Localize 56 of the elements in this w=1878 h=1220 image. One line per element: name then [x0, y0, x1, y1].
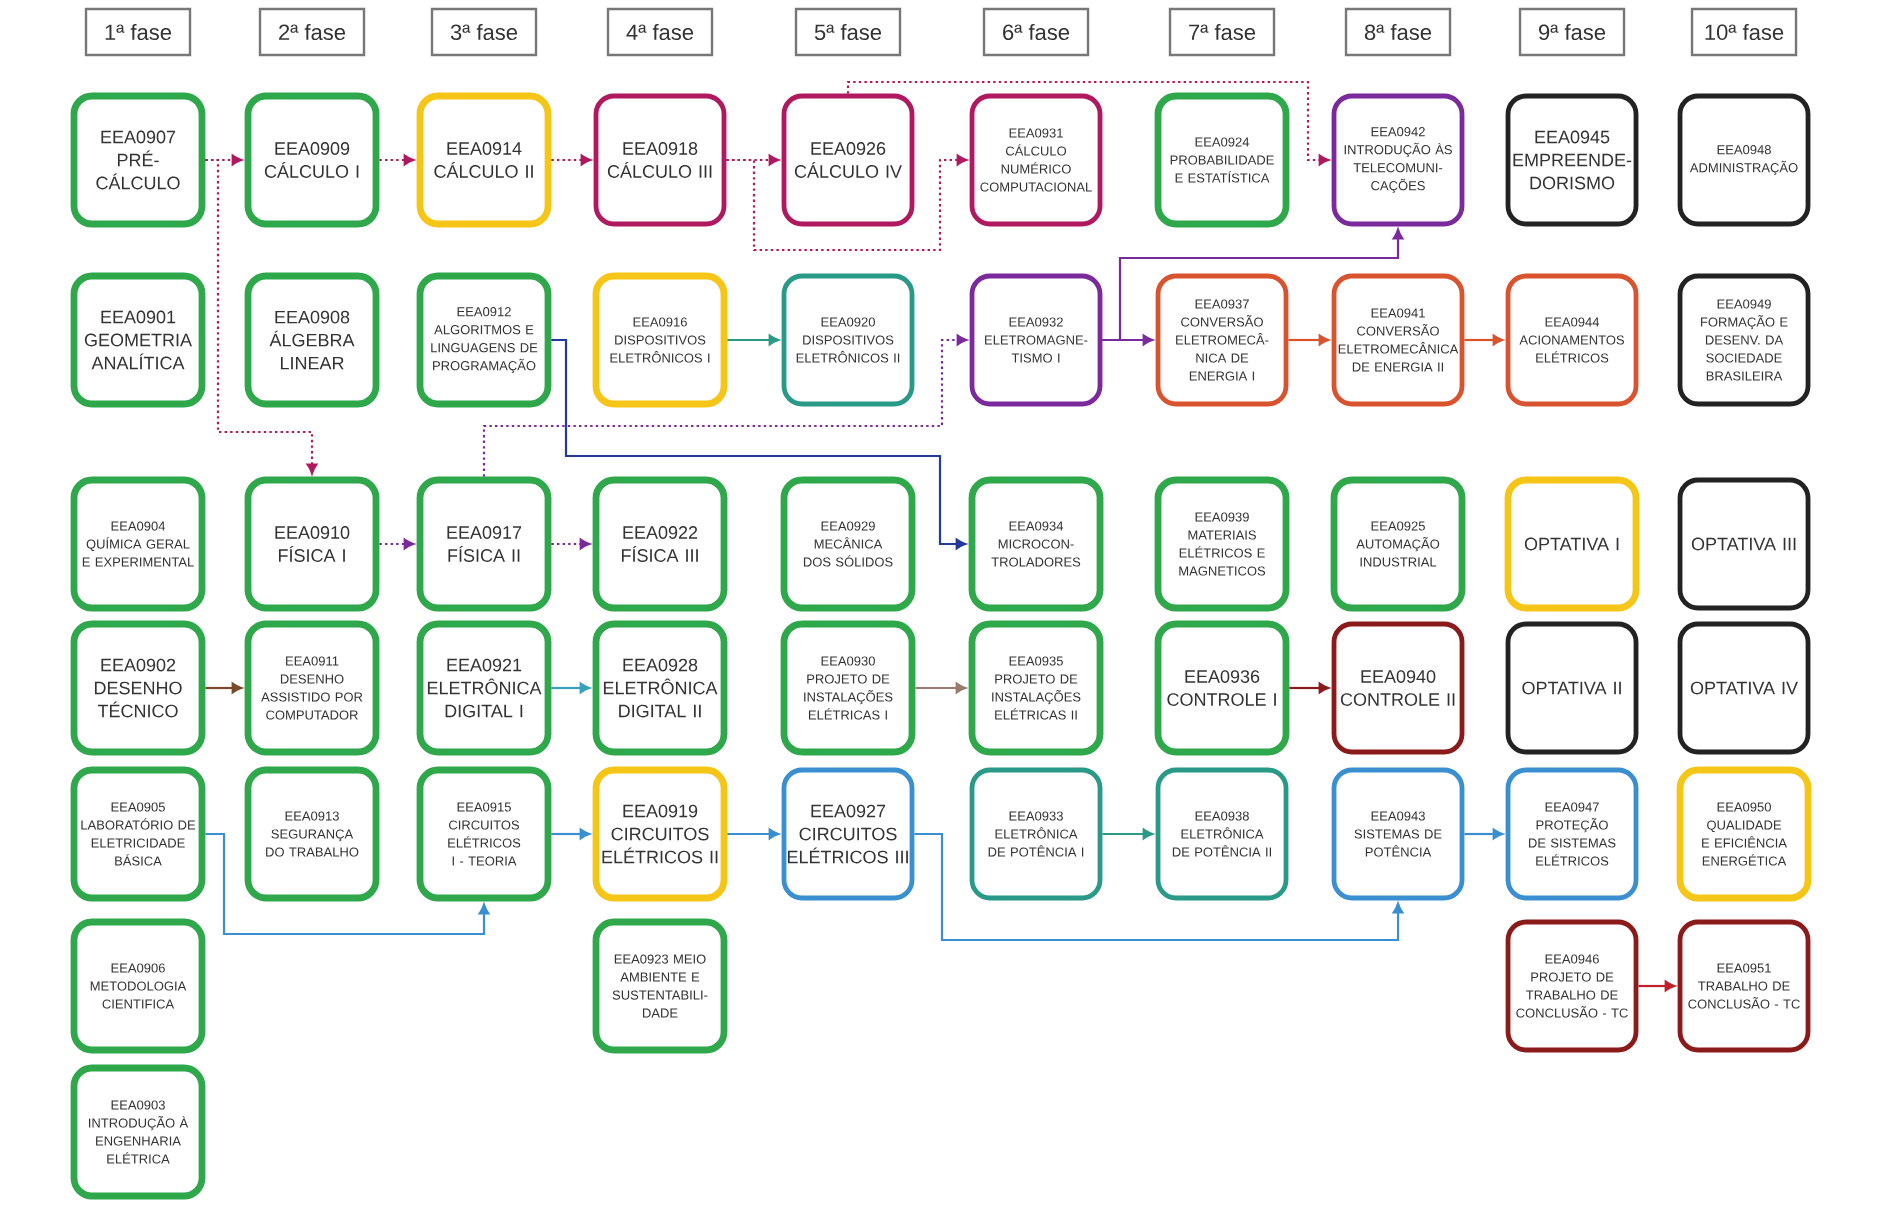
phase-header: 1ª fase [84, 7, 192, 57]
course-box: EEA0921 ELETRÔNICA DIGITAL I [416, 620, 552, 756]
arrow [379, 538, 415, 550]
course-box: EEA0918 CÁLCULO III [593, 93, 727, 227]
phase-header: 9ª fase [1518, 7, 1626, 57]
arrow [1638, 980, 1676, 992]
course-box: EEA0917 FÍSICA II [416, 476, 552, 612]
arrow [1464, 828, 1504, 840]
course-box: OPTATIVA I [1504, 476, 1640, 612]
course-box: EEA0907 PRÉ-CÁLCULO [70, 92, 206, 228]
arrow [551, 154, 592, 166]
arrow [205, 832, 490, 936]
course-box: EEA0919 CIRCUITOS ELÉTRICOS II [592, 766, 728, 902]
course-box: EEA0909 CÁLCULO I [244, 92, 380, 228]
course-box: EEA0936 CONTROLE I [1154, 620, 1290, 756]
arrow [726, 154, 968, 252]
phase-header: 6ª fase [982, 7, 1090, 57]
arrow [551, 538, 591, 550]
course-box: OPTATIVA II [1505, 621, 1639, 755]
arrow [914, 832, 1404, 942]
phase-header: 4ª fase [606, 7, 714, 57]
course-box: EEA0902 DESENHO TÉCNICO [70, 620, 206, 756]
arrow [1289, 682, 1330, 694]
arrow [1464, 334, 1504, 346]
course-box: OPTATIVA III [1677, 477, 1811, 611]
course-box: EEA0908 ÁLGEBRA LINEAR [244, 272, 380, 408]
arrow [379, 154, 415, 166]
arrow [1102, 828, 1154, 840]
arrow [205, 158, 318, 475]
arrow [915, 682, 967, 694]
phase-header: 8ª fase [1344, 7, 1452, 57]
course-box: EEA0928 ELETRÔNICA DIGITAL II [592, 620, 728, 756]
course-box: EEA0926 CÁLCULO IV [781, 93, 915, 227]
arrow [551, 828, 591, 840]
phase-header: 2ª fase [258, 7, 366, 57]
arrow [846, 80, 1330, 166]
arrow [551, 338, 967, 550]
course-box: EEA0940 CONTROLE II [1331, 621, 1465, 755]
arrow [482, 334, 968, 477]
arrow [1102, 228, 1404, 342]
course-box: EEA0914 CÁLCULO II [416, 92, 552, 228]
arrow [727, 334, 780, 346]
arrow [551, 682, 591, 694]
arrow [205, 682, 243, 694]
phase-header: 7ª fase [1168, 7, 1276, 57]
arrow [1288, 334, 1330, 346]
course-box: EEA0927 CIRCUITOS ELÉTRICOS III [781, 767, 915, 901]
course-box: EEA0901 GEOMETRIA ANALÍTICA [70, 272, 206, 408]
arrow [727, 828, 780, 840]
phase-header: 3ª fase [430, 7, 538, 57]
course-box: OPTATIVA IV [1677, 621, 1811, 755]
course-box: EEA0910 FÍSICA I [244, 476, 380, 612]
course-box: EEA0922 FÍSICA III [592, 476, 728, 612]
course-box: EEA0945 EMPREENDE-DORISMO [1505, 93, 1639, 227]
phase-header: 10ª fase [1690, 7, 1798, 57]
phase-header: 5ª fase [794, 7, 902, 57]
